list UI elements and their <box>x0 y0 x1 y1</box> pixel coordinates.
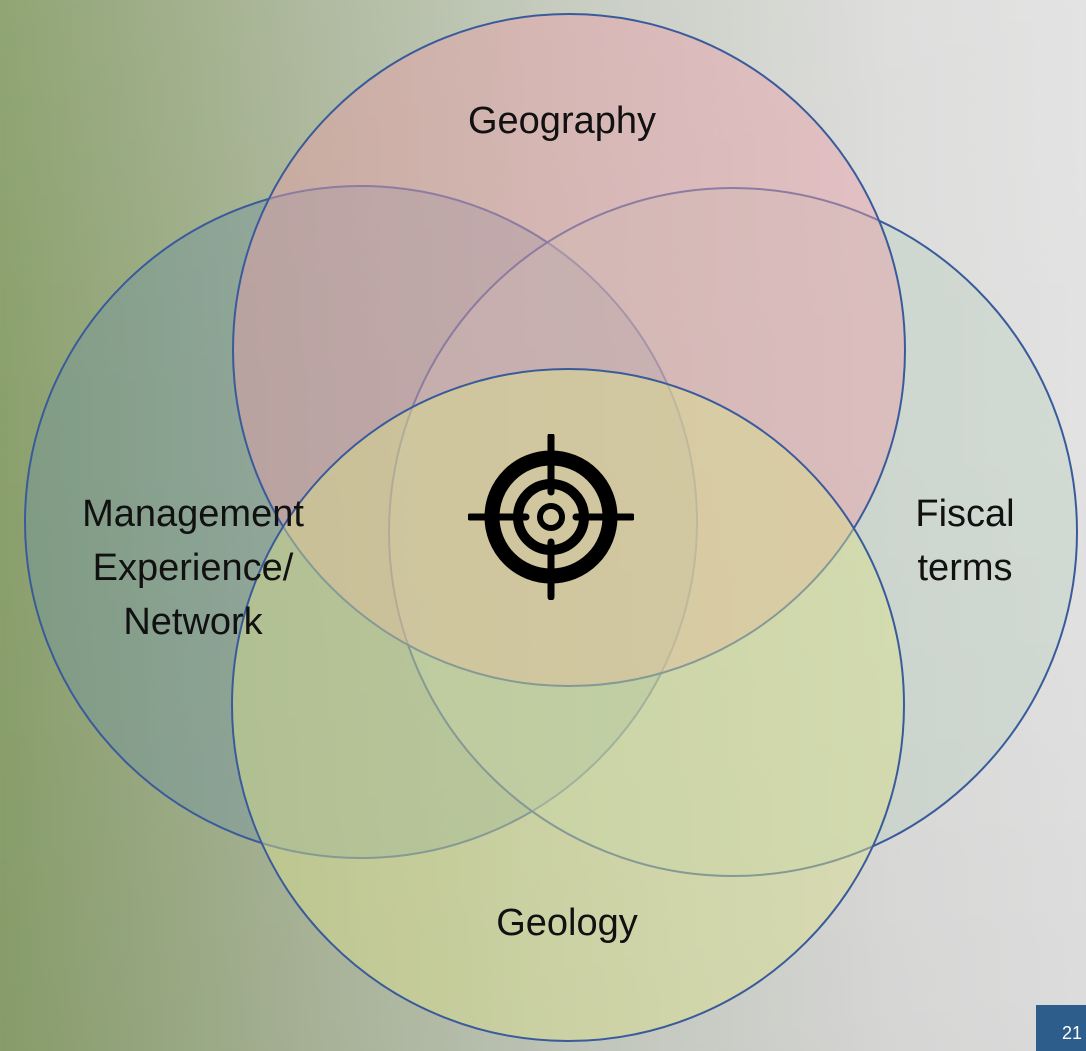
fiscal-label: Fiscal terms <box>880 487 1050 595</box>
fiscal-label-line-1: Fiscal <box>915 493 1015 535</box>
geology-label-text: Geology <box>496 902 638 944</box>
target-crosshair-icon <box>466 432 636 601</box>
management-label-line-2: Experience/ <box>92 547 294 589</box>
page-number-badge: 21 <box>1036 1005 1086 1051</box>
management-label-line-1: Management <box>82 493 304 535</box>
fiscal-label-line-2: terms <box>917 547 1013 589</box>
geology-label: Geology <box>395 896 739 950</box>
geography-label-text: Geography <box>467 100 656 142</box>
geology-circle <box>231 368 905 1042</box>
page-number-text: 21 <box>1062 1023 1083 1043</box>
geography-circle <box>232 13 906 687</box>
geography-label: Geography <box>390 94 734 148</box>
management-label: Management Experience/ Network <box>38 487 348 649</box>
management-circle <box>24 185 698 859</box>
management-label-line-3: Network <box>123 601 263 643</box>
